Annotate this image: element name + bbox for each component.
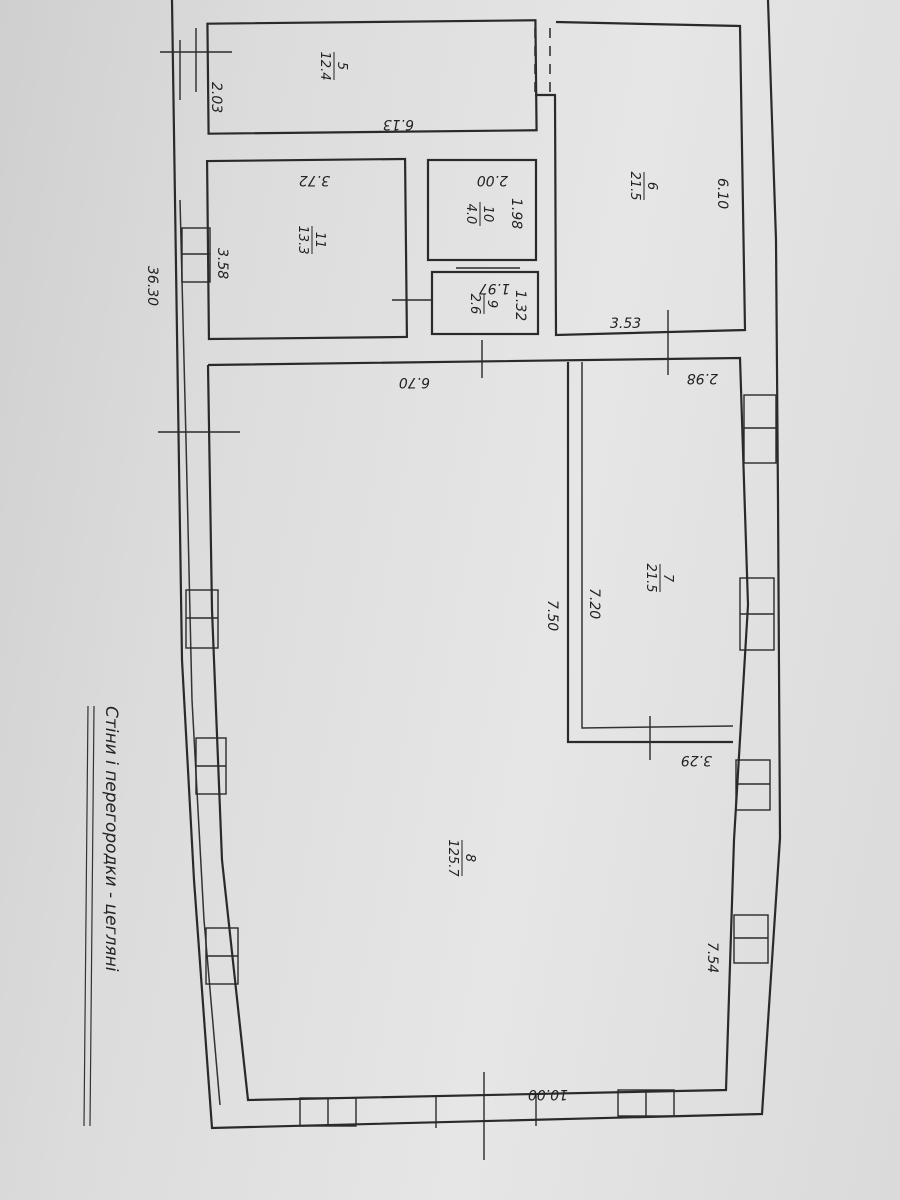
dim-6-13: 6.13	[383, 116, 414, 132]
walls-note: Стіни і перегородки - цегляні	[83, 705, 121, 1127]
room-7-outline	[566, 362, 733, 744]
room-7-outline	[581, 362, 734, 729]
dim-3-29: 3.29	[681, 752, 712, 768]
room-area: 12.4	[317, 52, 332, 81]
dim-3-53: 3.53	[610, 316, 641, 332]
dim-2-00: 2.00	[477, 172, 508, 188]
outer-walls	[170, 0, 782, 1130]
room-10-outline	[426, 158, 538, 262]
dim-6-10: 6.10	[714, 178, 730, 209]
room-number: 8	[462, 854, 477, 862]
dim-2-03: 2.03	[208, 82, 224, 113]
room-area: 13.3	[295, 226, 310, 255]
dim-3-58: 3.58	[214, 248, 230, 279]
room-label-7: 7 21.5	[643, 564, 675, 593]
right-windows	[733, 394, 777, 964]
dim-3-72: 3.72	[299, 172, 330, 188]
room-number: 11	[312, 232, 327, 249]
room-area: 4.0	[463, 204, 478, 225]
room-label-10: 10 4.0	[463, 202, 495, 226]
room-area: 21.5	[643, 564, 658, 593]
dim-6-70: 6.70	[399, 374, 430, 390]
dim-1-32: 1.32	[512, 290, 528, 321]
room-number: 10	[480, 206, 495, 223]
room-area: 125.7	[445, 839, 460, 877]
dim-7-54: 7.54	[704, 942, 720, 973]
room-number: 9	[484, 300, 499, 308]
dim-7-20: 7.20	[586, 588, 602, 619]
room-9-outline	[430, 270, 540, 336]
dim-1-97: 1.97	[479, 280, 510, 296]
dim-1-98: 1.98	[508, 198, 524, 229]
room-label-8: 8 125.7	[445, 839, 477, 877]
dim-7-50: 7.50	[544, 600, 560, 631]
room-label-9: 9 2.6	[467, 294, 499, 315]
room-8-outline	[206, 356, 750, 1102]
room-label-5: 5 12.4	[317, 52, 349, 81]
walls-note-text: Стіни і перегородки - цегляні	[101, 706, 121, 972]
room-label-11: 11 13.3	[295, 226, 327, 255]
room-5-outline	[206, 19, 538, 135]
dimension-ticks	[158, 28, 669, 1160]
room-6-outline	[535, 20, 747, 337]
room-number: 7	[660, 574, 675, 583]
dim-2-98: 2.98	[687, 370, 718, 386]
room-number: 6	[644, 182, 659, 190]
room-label-6: 6 21.5	[627, 172, 659, 201]
dim-36-30: 36.30	[144, 266, 160, 306]
room-number: 5	[334, 62, 349, 70]
room-area: 2.6	[467, 294, 482, 315]
room-area: 21.5	[627, 172, 642, 201]
room-11-outline	[205, 157, 409, 341]
dim-10-00: 10.00	[528, 1086, 568, 1102]
bottom-windows	[299, 1089, 675, 1128]
left-windows	[181, 227, 239, 985]
